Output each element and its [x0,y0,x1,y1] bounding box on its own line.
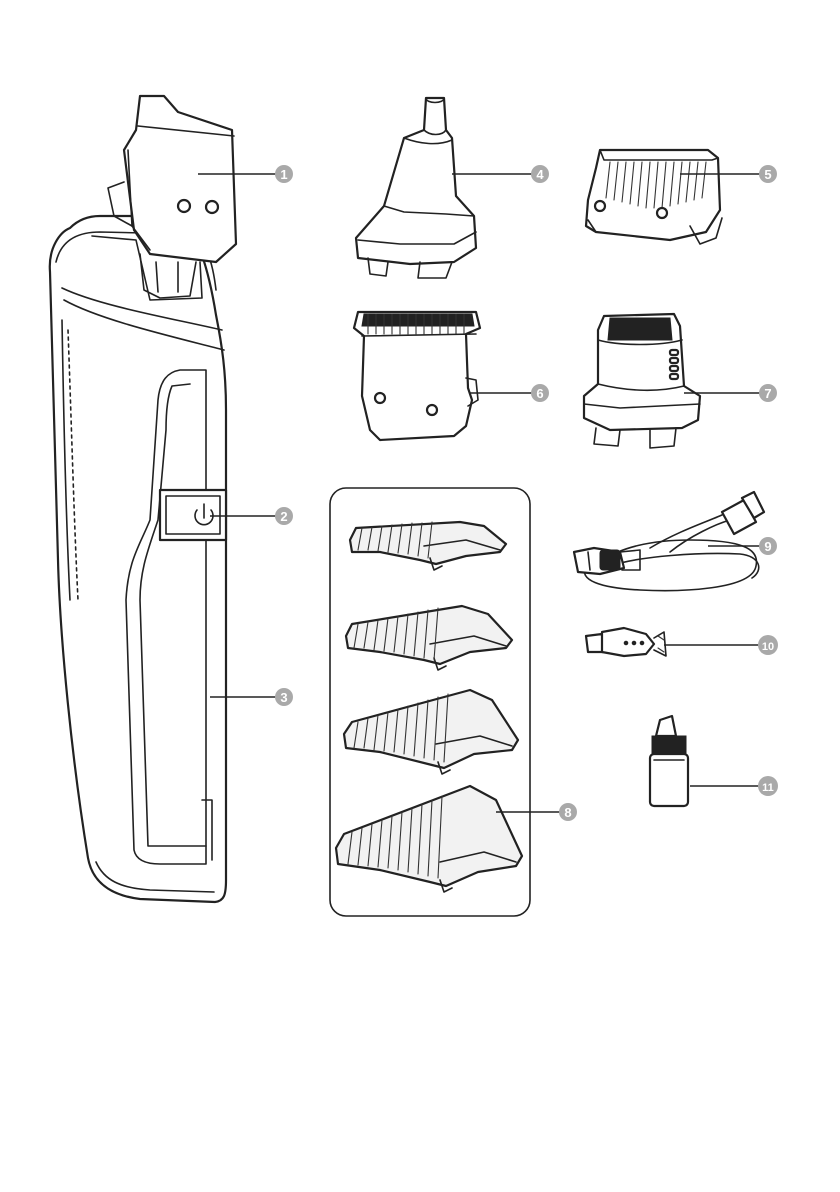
callout-number-4: 4 [536,167,544,182]
callout-number-3: 3 [280,690,287,705]
callout-number-7: 7 [764,386,771,401]
callout-1: 1 [275,165,293,183]
callout-10: 10 [758,635,778,655]
usb-cable [574,492,764,591]
oil-bottle [650,716,688,806]
trimmer-handle [50,216,226,902]
callout-number-6: 6 [536,386,543,401]
callout-6: 6 [531,384,549,402]
callout-number-10: 10 [762,641,774,653]
callout-7: 7 [759,384,777,402]
callout-4: 4 [531,165,549,183]
callout-2: 2 [275,507,293,525]
callout-number-11: 11 [762,782,774,794]
precision-trimmer [356,98,476,278]
guide-comb-2 [346,606,512,670]
callout-number-2: 2 [280,509,287,524]
guide-comb-1 [350,522,506,570]
guide-comb-4 [336,786,522,892]
callout-9: 9 [759,537,777,555]
callout-11: 11 [758,776,778,796]
callout-number-9: 9 [764,539,771,554]
t-blade-trimmer [354,312,480,440]
callout-number-8: 8 [564,805,571,820]
guide-comb-3 [344,690,518,774]
callout-8: 8 [559,803,577,821]
callout-3: 3 [275,688,293,706]
comb-trimmer-head [586,150,722,244]
callout-number-1: 1 [280,167,287,182]
cleaning-brush [586,628,666,656]
callout-number-5: 5 [764,167,771,182]
callout-5: 5 [759,165,777,183]
guide-combs [330,488,530,916]
foil-shaver-head [584,314,700,448]
